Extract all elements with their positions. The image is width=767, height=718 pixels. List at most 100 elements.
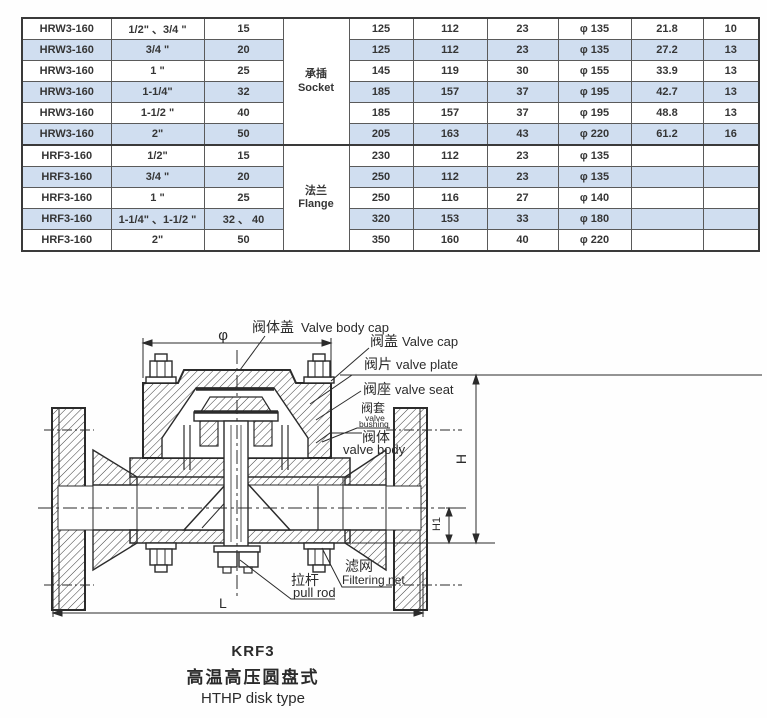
valve-internals <box>183 396 289 547</box>
label-valve-body-en: valve body <box>343 442 406 457</box>
label-pull-rod-en: pull rod <box>293 585 336 600</box>
cell-model: HRW3-160 <box>21 17 112 40</box>
cell-dn: 32 、 40 <box>203 208 284 230</box>
cell-phi: φ 180 <box>557 208 632 230</box>
cell-h: 160 <box>412 229 488 252</box>
cell-h: 112 <box>412 17 488 40</box>
cell-model: HRF3-160 <box>21 229 112 252</box>
cell-dn: 25 <box>203 187 284 209</box>
cell-h: 157 <box>412 81 488 103</box>
cell-size: 1-1/4" 、1-1/2 " <box>110 208 205 230</box>
cell-n: 10 <box>702 17 760 40</box>
cell-size: 3/4 " <box>110 166 205 188</box>
cell-weight <box>630 208 704 230</box>
label-valve-seat-zh: 阀座 <box>363 381 391 397</box>
cell-dn: 50 <box>203 229 284 252</box>
cell-model: HRW3-160 <box>21 39 112 61</box>
cell-n: 13 <box>702 102 760 124</box>
cell-h: 157 <box>412 102 488 124</box>
cell-weight <box>630 229 704 252</box>
left-flange <box>44 407 94 611</box>
caption-title-en: HTHP disk type <box>201 690 305 707</box>
cell-l: 185 <box>348 102 414 124</box>
cell-weight: 42.7 <box>630 81 704 103</box>
label-valve-bushing-en1: valve <box>365 413 385 423</box>
dim-phi-label: φ <box>218 327 228 344</box>
cell-model: HRW3-160 <box>21 60 112 82</box>
cell-n: 16 <box>702 123 760 146</box>
cell-n <box>702 229 760 252</box>
cell-h: 116 <box>412 187 488 209</box>
cell-dn: 25 <box>203 60 284 82</box>
cell-h: 153 <box>412 208 488 230</box>
cell-dn: 40 <box>203 102 284 124</box>
cell-dn: 15 <box>203 144 284 167</box>
label-pull-rod-zh: 拉杆 <box>291 572 319 588</box>
flange-label-en: Flange <box>298 198 334 210</box>
centerlines <box>38 350 445 598</box>
cell-n <box>702 144 760 167</box>
cell-phi: φ 135 <box>557 17 632 40</box>
socket-label-zh: 承插 <box>305 68 327 81</box>
label-filtering-net-zh: 滤网 <box>345 558 373 574</box>
diagram-labels: φ 阀体盖 Valve body cap 阀盖 Valve cap 阀片 val… <box>218 319 469 611</box>
figure-caption: KRF3 高温高压圆盘式 HTHP disk type <box>128 643 378 707</box>
cell-phi: φ 220 <box>557 229 632 252</box>
dim-h1-label: H1 <box>431 517 443 531</box>
cell-size: 2" <box>110 123 205 146</box>
label-valve-body-cap-zh: 阀体盖 <box>252 319 294 335</box>
pull-rod <box>223 420 249 547</box>
cell-weight <box>630 144 704 167</box>
cell-l: 185 <box>348 81 414 103</box>
cell-size: 1-1/4" <box>110 81 205 103</box>
valve-spec-table: HRW3-160 1/2" 、3/4 " 15 承插 Socket 125 11… <box>21 17 760 252</box>
cell-h1: 33 <box>486 208 559 230</box>
label-valve-cap-zh: 阀盖 <box>370 333 398 349</box>
label-valve-body-cap-en: Valve body cap <box>301 320 389 335</box>
dimensions <box>51 338 762 617</box>
dim-h-label: H <box>453 454 469 464</box>
leader-lines <box>239 335 392 600</box>
cell-model: HRF3-160 <box>21 208 112 230</box>
label-filtering-net-en: Filtering net <box>342 573 405 587</box>
cell-h1: 37 <box>486 102 559 124</box>
cell-dn: 50 <box>203 123 284 146</box>
caption-model: KRF3 <box>231 643 275 660</box>
flange-label-zh: 法兰 <box>305 184 327 197</box>
cell-size: 2" <box>110 229 205 252</box>
cell-dn: 32 <box>203 81 284 103</box>
cell-phi: φ 195 <box>557 102 632 124</box>
cell-n <box>702 187 760 209</box>
cell-connection-socket: 承插 Socket <box>282 17 350 146</box>
valve-seat-cone <box>182 483 319 531</box>
cell-h: 112 <box>412 144 488 167</box>
cell-weight: 21.8 <box>630 17 704 40</box>
cell-phi: φ 220 <box>557 123 632 146</box>
cell-h1: 23 <box>486 144 559 167</box>
cell-n: 13 <box>702 81 760 103</box>
socket-label-en: Socket <box>297 81 335 94</box>
cell-h1: 23 <box>486 17 559 40</box>
cell-h: 163 <box>412 123 488 146</box>
cell-n: 13 <box>702 60 760 82</box>
label-valve-body-zh: 阀体 <box>362 429 390 445</box>
caption-title-zh: 高温高压圆盘式 <box>186 668 320 687</box>
cell-phi: φ 135 <box>557 166 632 188</box>
right-flange <box>385 407 462 611</box>
cell-h1: 30 <box>486 60 559 82</box>
cell-n: 13 <box>702 39 760 61</box>
cell-weight: 48.8 <box>630 102 704 124</box>
cell-size: 1 " <box>110 60 205 82</box>
table-row: HRW3-160 1/2" 、3/4 " 15 承插 Socket 125 11… <box>21 17 760 146</box>
label-valve-cap-en: Valve cap <box>402 334 458 349</box>
label-valve-bushing-zh: 阀套 <box>361 401 385 415</box>
cell-h1: 40 <box>486 229 559 252</box>
